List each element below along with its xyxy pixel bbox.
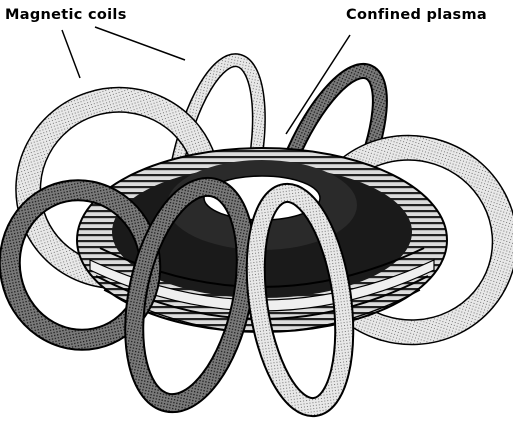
label-magnetic-coils: Magnetic coils xyxy=(5,7,127,23)
coils-pointer-lines xyxy=(62,27,185,78)
label-confined-plasma: Confined plasma xyxy=(346,7,487,23)
